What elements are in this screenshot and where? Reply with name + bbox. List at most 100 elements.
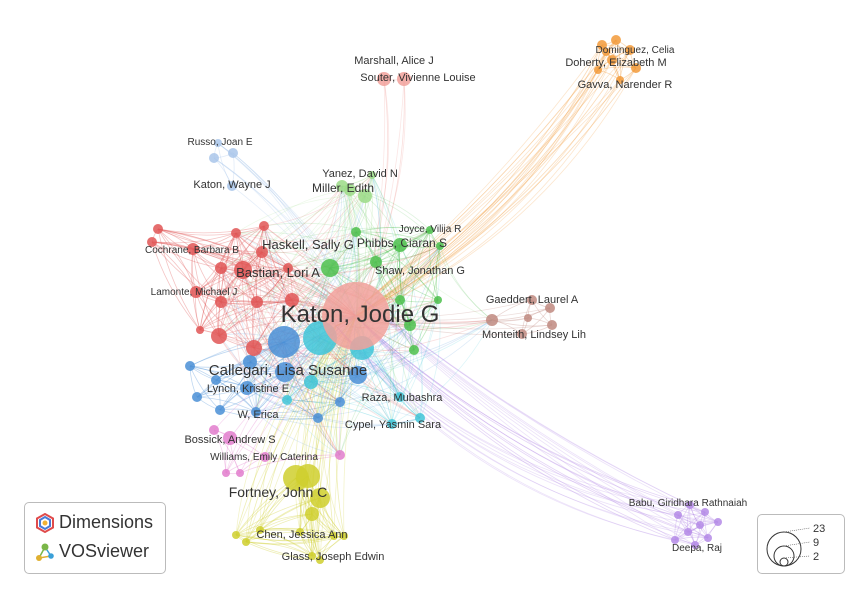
author-node-unlabelled[interactable] bbox=[153, 224, 163, 234]
author-node-unlabelled[interactable] bbox=[349, 366, 367, 384]
author-node-unlabelled[interactable] bbox=[236, 469, 244, 477]
author-node-unlabelled[interactable] bbox=[196, 326, 204, 334]
author-node[interactable] bbox=[214, 139, 222, 147]
author-node-unlabelled[interactable] bbox=[336, 180, 348, 192]
author-node-unlabelled[interactable] bbox=[211, 328, 227, 344]
author-node-unlabelled[interactable] bbox=[256, 246, 268, 258]
author-node[interactable] bbox=[625, 45, 635, 55]
author-node[interactable] bbox=[321, 259, 339, 277]
author-node-unlabelled[interactable] bbox=[147, 237, 157, 247]
author-node-unlabelled[interactable] bbox=[436, 242, 444, 250]
author-node-unlabelled[interactable] bbox=[285, 293, 299, 307]
author-node-unlabelled[interactable] bbox=[611, 35, 621, 45]
author-node-unlabelled[interactable] bbox=[313, 413, 323, 423]
author-node[interactable] bbox=[187, 243, 199, 255]
author-node[interactable] bbox=[296, 528, 304, 536]
author-node-unlabelled[interactable] bbox=[211, 375, 221, 385]
author-node[interactable] bbox=[517, 329, 527, 339]
author-node-unlabelled[interactable] bbox=[283, 263, 293, 273]
author-node[interactable] bbox=[322, 282, 390, 350]
author-node-unlabelled[interactable] bbox=[305, 507, 319, 521]
author-node[interactable] bbox=[616, 76, 624, 84]
author-node[interactable] bbox=[251, 407, 261, 417]
author-node[interactable] bbox=[234, 261, 252, 279]
author-node-unlabelled[interactable] bbox=[404, 319, 416, 331]
author-node[interactable] bbox=[377, 72, 391, 86]
author-node-unlabelled[interactable] bbox=[340, 532, 348, 540]
author-node[interactable] bbox=[370, 256, 382, 268]
author-node-unlabelled[interactable] bbox=[215, 296, 227, 308]
author-node-unlabelled[interactable] bbox=[524, 314, 532, 322]
author-node[interactable] bbox=[691, 541, 699, 549]
author-node-unlabelled[interactable] bbox=[304, 375, 318, 389]
author-node-unlabelled[interactable] bbox=[368, 171, 376, 179]
author-node-unlabelled[interactable] bbox=[714, 518, 722, 526]
author-node[interactable] bbox=[358, 189, 372, 203]
author-node-unlabelled[interactable] bbox=[259, 221, 269, 231]
author-node-unlabelled[interactable] bbox=[335, 397, 345, 407]
author-node-unlabelled[interactable] bbox=[545, 303, 555, 313]
author-node-unlabelled[interactable] bbox=[351, 227, 361, 237]
author-node[interactable] bbox=[268, 326, 300, 358]
author-node-unlabelled[interactable] bbox=[251, 296, 263, 308]
author-node-unlabelled[interactable] bbox=[242, 538, 250, 546]
author-node-unlabelled[interactable] bbox=[209, 425, 219, 435]
author-node-unlabelled[interactable] bbox=[395, 295, 405, 305]
author-node[interactable] bbox=[227, 181, 237, 191]
author-node-unlabelled[interactable] bbox=[409, 345, 419, 355]
author-node[interactable] bbox=[686, 501, 694, 509]
author-node-unlabelled[interactable] bbox=[547, 320, 557, 330]
author-node[interactable] bbox=[393, 238, 407, 252]
author-node-unlabelled[interactable] bbox=[671, 536, 679, 544]
author-node[interactable] bbox=[223, 431, 237, 445]
author-node[interactable] bbox=[387, 419, 397, 429]
author-node[interactable] bbox=[308, 552, 316, 560]
author-node-unlabelled[interactable] bbox=[246, 340, 262, 356]
author-node-unlabelled[interactable] bbox=[209, 153, 219, 163]
author-node[interactable] bbox=[395, 392, 405, 402]
author-node-unlabelled[interactable] bbox=[310, 488, 330, 508]
author-node-unlabelled[interactable] bbox=[684, 528, 692, 536]
author-node-unlabelled[interactable] bbox=[415, 413, 425, 423]
author-node-unlabelled[interactable] bbox=[222, 469, 230, 477]
author-node-unlabelled[interactable] bbox=[283, 465, 309, 491]
author-node-unlabelled[interactable] bbox=[185, 361, 195, 371]
author-node-unlabelled[interactable] bbox=[335, 450, 345, 460]
author-node-unlabelled[interactable] bbox=[434, 296, 442, 304]
author-node-unlabelled[interactable] bbox=[594, 66, 602, 74]
author-node-unlabelled[interactable] bbox=[674, 511, 682, 519]
author-node-unlabelled[interactable] bbox=[232, 531, 240, 539]
author-node-unlabelled[interactable] bbox=[243, 355, 257, 369]
author-node-unlabelled[interactable] bbox=[231, 228, 241, 238]
author-node[interactable] bbox=[240, 381, 254, 395]
author-node-unlabelled[interactable] bbox=[215, 262, 227, 274]
author-node[interactable] bbox=[260, 452, 270, 462]
author-node-unlabelled[interactable] bbox=[330, 532, 338, 540]
author-node[interactable] bbox=[397, 72, 411, 86]
author-node-unlabelled[interactable] bbox=[316, 556, 324, 564]
author-node-unlabelled[interactable] bbox=[215, 405, 225, 415]
author-node-unlabelled[interactable] bbox=[631, 63, 641, 73]
author-node[interactable] bbox=[426, 226, 434, 234]
author-node-unlabelled[interactable] bbox=[486, 314, 498, 326]
author-node[interactable] bbox=[190, 286, 202, 298]
author-node-unlabelled[interactable] bbox=[701, 508, 709, 516]
author-node-unlabelled[interactable] bbox=[602, 48, 610, 56]
author-node-unlabelled[interactable] bbox=[228, 148, 238, 158]
author-node-unlabelled[interactable] bbox=[282, 395, 292, 405]
author-node-unlabelled[interactable] bbox=[696, 521, 704, 529]
network-edge bbox=[365, 300, 691, 506]
author-node[interactable] bbox=[607, 55, 617, 65]
author-node-unlabelled[interactable] bbox=[192, 392, 202, 402]
author-node-unlabelled[interactable] bbox=[597, 40, 607, 50]
author-node-unlabelled[interactable] bbox=[256, 526, 264, 534]
author-node-unlabelled[interactable] bbox=[275, 362, 295, 382]
author-node-unlabelled[interactable] bbox=[704, 534, 712, 542]
author-node[interactable] bbox=[527, 295, 537, 305]
network-edge bbox=[196, 396, 257, 413]
network-edge bbox=[220, 267, 255, 349]
network-edge bbox=[199, 299, 293, 331]
author-label: Babu, Giridhara Rathnaiah bbox=[629, 498, 747, 509]
